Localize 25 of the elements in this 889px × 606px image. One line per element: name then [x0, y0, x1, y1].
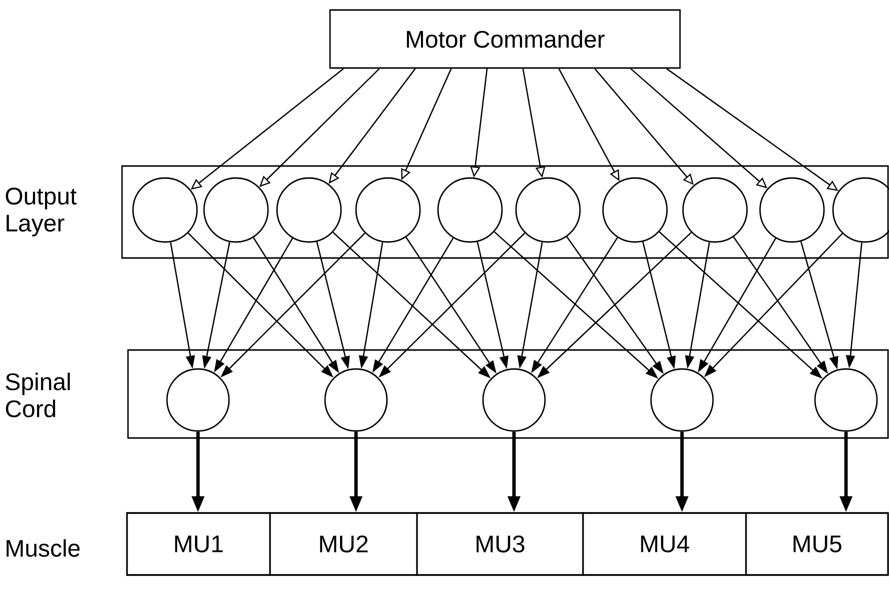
neuron-circle — [276, 177, 342, 243]
neuron-circle — [602, 177, 668, 243]
motor-unit-cell: MU2 — [269, 512, 418, 576]
neuron-circle — [166, 368, 230, 432]
neuron-circle — [132, 177, 198, 243]
neuron-circle — [203, 177, 269, 243]
motor-unit-cell: MU3 — [416, 512, 584, 576]
neuron-circle — [682, 177, 748, 243]
neuron-circle — [515, 177, 581, 243]
neuron-circle — [437, 177, 503, 243]
motor-unit-cell: MU4 — [582, 512, 747, 576]
command-box: Motor Commander — [329, 9, 681, 69]
node-label: Muscle — [6, 539, 80, 557]
neuron-circle — [482, 368, 546, 432]
node-label: Spinal Cord — [6, 372, 70, 418]
layer-box: Spinal Cord — [6, 349, 889, 439]
node-label: Output Layer — [6, 188, 77, 236]
motor-unit-cell: MU1 — [126, 512, 271, 576]
motor-unit-cell: MU5 — [745, 512, 889, 576]
neuron-circle — [814, 368, 878, 432]
layer-box: Output Layer — [6, 165, 889, 259]
neuron-circle — [759, 177, 825, 243]
neuron-circle — [324, 368, 388, 432]
neuron-circle — [650, 368, 714, 432]
neuron-circle — [355, 177, 421, 243]
